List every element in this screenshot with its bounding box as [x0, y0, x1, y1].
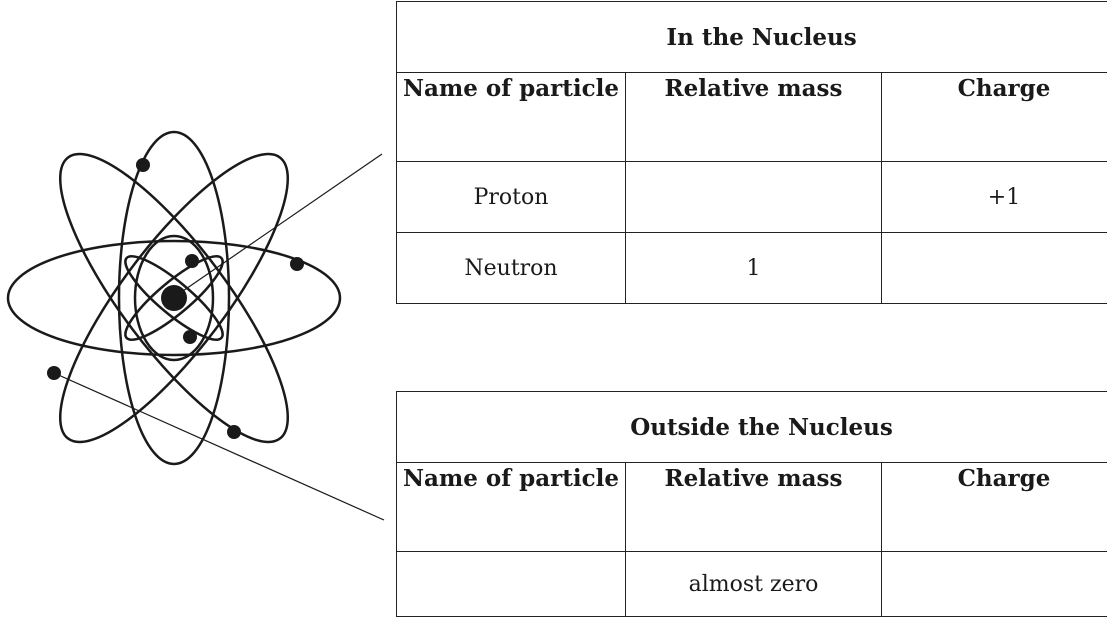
nucleus-table: In the Nucleus Name of particle Relative… [396, 1, 1107, 304]
column-header-mass: Relative mass [626, 73, 882, 162]
column-header-name: Name of particle [397, 463, 626, 552]
cell-particle-name: Proton [397, 162, 626, 233]
electron [290, 257, 304, 271]
cell-charge: +1 [882, 162, 1107, 233]
electron [227, 425, 241, 439]
table-title: Outside the Nucleus [397, 392, 1107, 463]
column-header-name: Name of particle [397, 73, 626, 162]
electron [183, 330, 197, 344]
cell-charge [882, 233, 1107, 304]
column-header-mass: Relative mass [626, 463, 882, 552]
cell-relative-mass: 1 [626, 233, 882, 304]
electron [136, 158, 150, 172]
table-row: Proton +1 [397, 162, 1107, 233]
cell-particle-name: Neutron [397, 233, 626, 304]
outside-table: Outside the Nucleus Name of particle Rel… [396, 391, 1107, 617]
column-header-charge: Charge [882, 73, 1107, 162]
table-title: In the Nucleus [397, 2, 1107, 73]
electron [185, 254, 199, 268]
table-row: Neutron 1 [397, 233, 1107, 304]
column-header-charge: Charge [882, 463, 1107, 552]
nucleus [161, 285, 187, 311]
cell-relative-mass [626, 162, 882, 233]
